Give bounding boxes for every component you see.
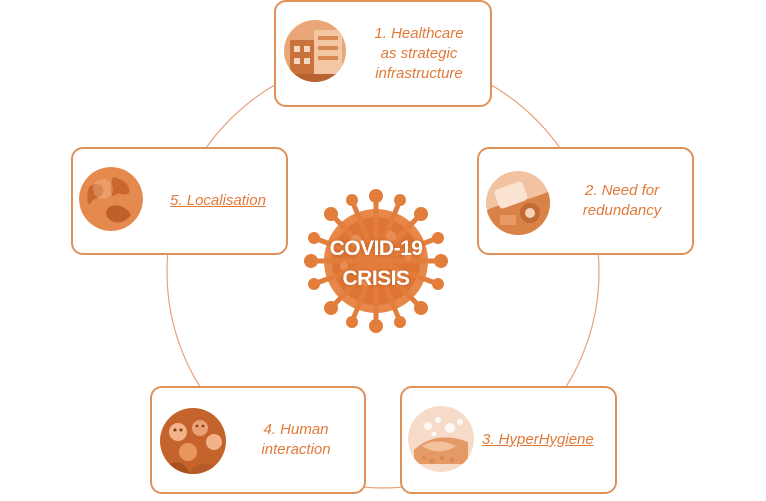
redundancy-image bbox=[486, 171, 550, 235]
node-redundancy-line-1: 2. Need for bbox=[584, 182, 660, 199]
covid-virus-image bbox=[296, 186, 456, 336]
node-human-interaction-line-1: 4. Human bbox=[263, 421, 329, 438]
node-healthcare-line-3: infrastructure bbox=[375, 65, 463, 82]
hand-washing-image bbox=[408, 406, 474, 472]
node-localisation-line-1[interactable]: 5. Localisation bbox=[170, 192, 266, 209]
node-hyperhygiene-line-1[interactable]: 3. HyperHygiene bbox=[482, 431, 594, 448]
center-title: COVID-19 CRISIS bbox=[296, 234, 456, 294]
node-healthcare-line-2: as strategic bbox=[380, 45, 458, 62]
node-hyperhygiene: 3. HyperHygiene bbox=[400, 386, 617, 494]
node-localisation: 5. Localisation bbox=[71, 147, 288, 255]
node-healthcare-line-1: 1. Healthcare bbox=[374, 25, 464, 42]
hospital-building-image bbox=[284, 20, 346, 82]
node-redundancy: 2. Need for redundancy bbox=[477, 147, 694, 255]
node-redundancy-label: 2. Need for redundancy bbox=[555, 181, 689, 221]
node-human-interaction-line-2: interaction bbox=[261, 441, 331, 458]
node-human-interaction: 4. Human interaction bbox=[150, 386, 366, 494]
people-crowd-image bbox=[160, 408, 226, 474]
node-hyperhygiene-label[interactable]: 3. HyperHygiene bbox=[482, 430, 616, 450]
node-human-interaction-label: 4. Human interaction bbox=[232, 420, 360, 460]
node-redundancy-line-2: redundancy bbox=[582, 202, 662, 219]
center-title-line-1: COVID-19 bbox=[329, 237, 423, 260]
node-healthcare-label: 1. Healthcare as strategic infrastructur… bbox=[350, 24, 488, 84]
center-title-line-2: CRISIS bbox=[342, 267, 410, 290]
node-healthcare: 1. Healthcare as strategic infrastructur… bbox=[274, 0, 492, 107]
globe-image bbox=[79, 167, 143, 231]
node-localisation-label[interactable]: 5. Localisation bbox=[151, 191, 285, 211]
